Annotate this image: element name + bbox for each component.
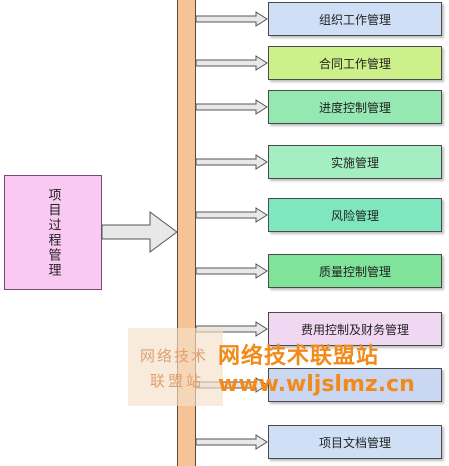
target-box-label: 风险管理 xyxy=(330,208,379,223)
target-box: 项目文档管理 xyxy=(268,425,442,459)
branch-arrow xyxy=(195,55,268,71)
branch-arrow xyxy=(195,99,268,115)
watermark-title: 网络技术联盟站 xyxy=(218,344,380,369)
source-process-box: 项目过程管理 xyxy=(4,175,102,290)
watermark-logo-box xyxy=(128,328,223,406)
main-arrow xyxy=(101,211,178,253)
branch-arrow xyxy=(195,11,268,27)
target-box: 质量控制管理 xyxy=(268,254,442,288)
source-process-label: 项目过程管理 xyxy=(45,187,61,278)
target-box: 实施管理 xyxy=(268,145,442,179)
target-box-label: 进度控制管理 xyxy=(318,100,391,115)
watermark-url: www.wljslmz.cn xyxy=(218,372,415,397)
target-box xyxy=(268,368,442,402)
target-box: 组织工作管理 xyxy=(268,2,442,36)
target-box-label: 组织工作管理 xyxy=(318,12,391,27)
target-box: 费用控制及财务管理 xyxy=(268,312,442,346)
target-box-label: 实施管理 xyxy=(330,155,379,170)
target-box-label: 项目文档管理 xyxy=(318,435,391,450)
branch-arrow xyxy=(195,434,268,450)
target-box: 风险管理 xyxy=(268,198,442,232)
watermark-logo-text-1: 网络技术 xyxy=(140,347,209,365)
watermark-logo-text-2: 联盟站 xyxy=(150,372,205,390)
target-box: 进度控制管理 xyxy=(268,90,442,124)
target-box-label: 费用控制及财务管理 xyxy=(300,322,409,337)
target-box-label: 质量控制管理 xyxy=(318,264,391,279)
branch-arrow xyxy=(195,207,268,223)
target-box: 合同工作管理 xyxy=(268,46,442,80)
target-box-label: 合同工作管理 xyxy=(318,56,391,71)
branch-arrow xyxy=(195,263,268,279)
branch-arrow xyxy=(195,154,268,170)
